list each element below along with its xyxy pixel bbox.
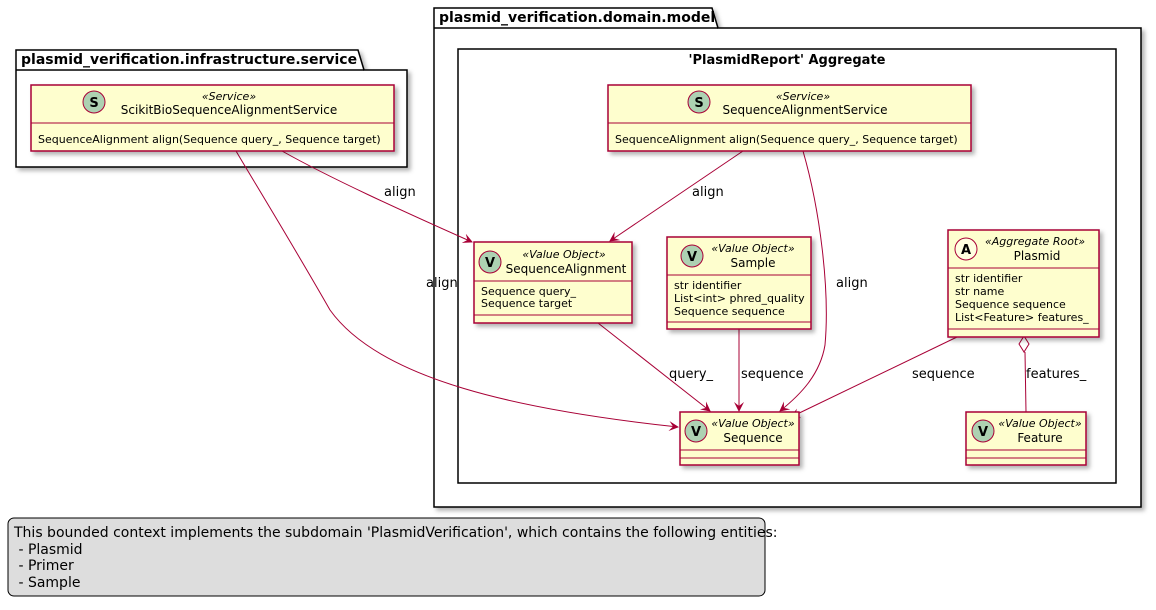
- class-stereotype: «Value Object»: [711, 242, 794, 255]
- edge-service-to-alignment: [609, 150, 744, 242]
- class-plasmid: A «Aggregate Root» Plasmid str identifie…: [947, 229, 1100, 338]
- aggregation-diamond: [1018, 335, 1030, 353]
- class-member: SequenceAlignment align(Sequence query_,…: [615, 133, 958, 146]
- package-title: plasmid_verification.domain.model: [439, 10, 715, 26]
- class-name: SequenceAlignmentService: [722, 103, 887, 117]
- class-member: List<Feature> features_: [955, 311, 1089, 324]
- class-name: ScikitBioSequenceAlignmentService: [121, 103, 337, 117]
- badge-letter: A: [961, 243, 971, 258]
- class-member: str name: [955, 285, 1004, 298]
- service-badge-icon: [687, 90, 711, 114]
- class-name: Sample: [731, 256, 776, 270]
- class-scikitbio-sequence-alignment-service: S «Service» ScikitBioSequenceAlignmentSe…: [30, 84, 395, 152]
- badge-letter: V: [978, 425, 988, 440]
- service-badge-icon: [82, 90, 106, 114]
- edge-label-sample-sequence: sequence: [741, 367, 804, 382]
- edge-label-service-sequence: align: [836, 276, 868, 291]
- badge-letter: S: [89, 96, 98, 111]
- class-member: str identifier: [955, 272, 1023, 285]
- edge-service-to-sequence: [779, 150, 827, 412]
- class-member: str identifier: [674, 279, 742, 292]
- class-stereotype: «Value Object»: [522, 248, 605, 261]
- class-member: Sequence sequence: [955, 298, 1066, 311]
- edge-label-scikit-sequence: align: [426, 276, 458, 291]
- edge-plasmid-to-sequence: [790, 336, 958, 418]
- edge-label-scikit-alignment: align: [384, 185, 416, 200]
- class-name: Sequence: [723, 431, 782, 445]
- class-stereotype: «Aggregate Root»: [985, 235, 1085, 248]
- edge-plasmid-to-feature: [1024, 351, 1027, 413]
- value-object-badge-icon: [971, 419, 995, 443]
- class-member: List<int> phred_quality: [674, 292, 805, 305]
- badge-letter: V: [691, 425, 701, 440]
- aggregate-title: 'PlasmidReport' Aggregate: [689, 53, 886, 68]
- class-sequence: V «Value Object» Sequence: [679, 411, 800, 466]
- edge-label-plasmid-feature: features_: [1026, 367, 1087, 382]
- value-object-badge-icon: [478, 250, 502, 274]
- class-name: Plasmid: [1014, 249, 1061, 263]
- class-feature: V «Value Object» Feature: [965, 411, 1087, 466]
- aggregate-root-badge-icon: [954, 237, 978, 261]
- edge-scikit-to-sequence: [235, 150, 679, 432]
- edge-label-alignment-sequence: query_: [669, 367, 714, 382]
- badge-letter: V: [687, 250, 697, 265]
- badge-letter: S: [694, 96, 703, 111]
- note-line: - Plasmid: [14, 542, 83, 558]
- class-sequence-alignment: V «Value Object» SequenceAlignment Seque…: [473, 241, 633, 324]
- package-title: plasmid_verification.infrastructure.serv…: [21, 52, 357, 68]
- edges: [235, 150, 1030, 432]
- edge-alignment-to-sequence: [597, 322, 711, 412]
- edge-label-service-alignment: align: [692, 185, 724, 200]
- edge-label-plasmid-sequence: sequence: [912, 367, 975, 382]
- note-line: - Primer: [14, 558, 74, 574]
- class-sample: V «Value Object» Sample str identifier L…: [666, 236, 812, 330]
- context-note: This bounded context implements the subd…: [7, 517, 777, 597]
- class-stereotype: «Service»: [202, 90, 256, 103]
- class-member: SequenceAlignment align(Sequence query_,…: [38, 133, 381, 146]
- class-sequence-alignment-service: S «Service» SequenceAlignmentService Seq…: [607, 84, 972, 152]
- class-name: Feature: [1017, 431, 1062, 445]
- edge-labels: align align align align query_ sequence …: [384, 185, 1087, 382]
- class-name: SequenceAlignment: [506, 262, 627, 276]
- class-member: Sequence query_: [481, 285, 577, 298]
- class-stereotype: «Value Object»: [998, 417, 1081, 430]
- note-line: This bounded context implements the subd…: [13, 525, 777, 541]
- note-line: - Sample: [14, 575, 80, 591]
- value-object-badge-icon: [680, 244, 704, 268]
- class-member: Sequence sequence: [674, 305, 785, 318]
- class-member: Sequence target: [481, 297, 573, 310]
- badge-letter: V: [485, 256, 495, 271]
- value-object-badge-icon: [684, 419, 708, 443]
- class-stereotype: «Service»: [776, 90, 830, 103]
- edge-scikit-to-alignment: [281, 150, 473, 243]
- class-stereotype: «Value Object»: [711, 417, 794, 430]
